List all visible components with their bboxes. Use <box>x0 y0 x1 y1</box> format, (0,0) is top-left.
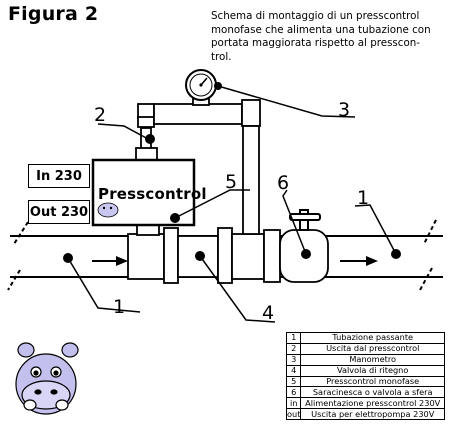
manometer <box>185 69 217 101</box>
legend-key: 6 <box>285 386 302 399</box>
legend-key: in <box>285 397 302 410</box>
callout-1-left: 1 <box>113 296 126 318</box>
in-230-label: In 230 <box>28 164 90 188</box>
legend-key: 1 <box>285 332 302 344</box>
description-line: portata maggiorata rispetto al presscon- <box>211 37 421 50</box>
legend-text: Saracinesca o valvola a sfera <box>300 386 445 399</box>
description-line: monofase che alimenta una tubazione con <box>211 23 431 36</box>
callout-6: 6 <box>277 172 290 194</box>
callout-leaders <box>67 85 397 323</box>
presscontrol-label: Presscontrol <box>98 185 207 203</box>
figure-description: Schema di montaggio di un presscontrol m… <box>211 10 447 64</box>
mascot-small-icon <box>97 202 119 218</box>
legend-text: Alimentazione presscontrol 230V <box>300 397 445 410</box>
legend-key: 4 <box>285 364 302 377</box>
flow-arrow-left <box>92 256 128 266</box>
figure-title: Figura 2 <box>8 3 99 25</box>
legend-key: out <box>285 408 302 421</box>
legend-key: 2 <box>285 342 302 355</box>
callout-4: 4 <box>262 302 275 324</box>
flow-arrow-right <box>340 256 378 266</box>
legend-key: 5 <box>285 375 302 388</box>
legend-text: Tubazione passante <box>300 332 445 344</box>
legend-text: Presscontrol monofase <box>300 375 445 388</box>
callout-5: 5 <box>225 171 238 193</box>
legend-text: Manometro <box>300 353 445 366</box>
hippo-mascot-logo <box>15 342 79 415</box>
description-line: trol. <box>211 50 232 63</box>
out-230-label: Out 230 <box>28 200 90 224</box>
callout-dots <box>63 82 401 263</box>
legend-text: Uscita dal presscontrol <box>300 342 445 355</box>
callout-3: 3 <box>338 99 351 121</box>
pipe-fittings <box>127 227 329 284</box>
valve-handle <box>289 209 321 231</box>
legend-key: 3 <box>285 353 302 366</box>
callout-1-right: 1 <box>357 187 370 209</box>
pipe-break-marks <box>7 219 437 291</box>
legend-text: Uscita per elettropompa 230V <box>300 408 445 421</box>
legend-text: Valvola di ritegno <box>300 364 445 377</box>
description-line: Schema di montaggio di un presscontrol <box>211 10 420 22</box>
callout-2: 2 <box>94 104 107 126</box>
